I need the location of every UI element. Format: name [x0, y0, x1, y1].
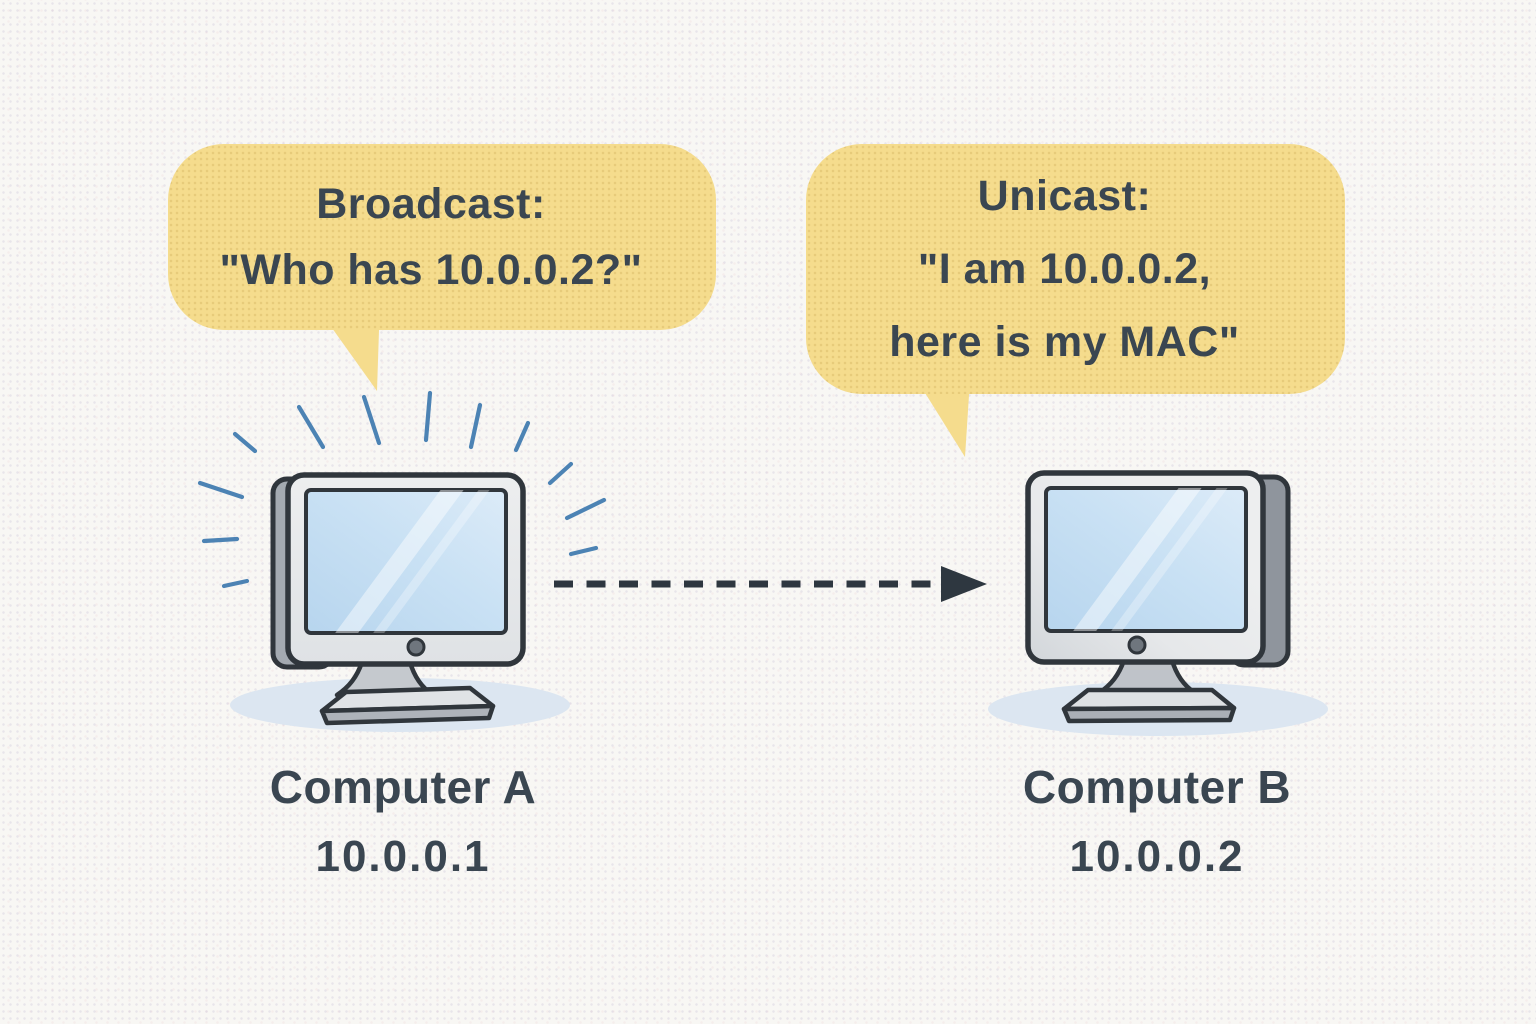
computer-b-ip: 10.0.0.2 — [1069, 832, 1245, 881]
unicast-bubble-title: Unicast: — [977, 171, 1152, 220]
unicast-bubble-message-line2: here is my MAC" — [889, 317, 1240, 366]
power-button — [406, 637, 426, 657]
computer-a-label: Computer A — [269, 761, 537, 813]
monitor-stand-base-front — [1061, 705, 1237, 724]
power-button — [1127, 635, 1147, 655]
broadcast-bubble-message: "Who has 10.0.0.2?" — [219, 246, 643, 294]
monitor-stand-base-front — [319, 703, 496, 726]
broadcast-bubble-title: Broadcast: — [316, 180, 546, 228]
monitor-screen — [1044, 486, 1248, 633]
computer-b-monitor-icon — [1025, 470, 1291, 724]
unicast-bubble-message-line1: "I am 10.0.0.2, — [917, 244, 1212, 293]
arrowhead — [941, 566, 987, 602]
computer-a-monitor-icon — [270, 472, 526, 726]
broadcast-rays-icon — [197, 390, 607, 589]
computer-b-label: Computer B — [1022, 761, 1292, 813]
screen-glare — [330, 490, 494, 633]
broadcast-speech-bubble: Broadcast: "Who has 10.0.0.2?" — [168, 144, 716, 330]
unicast-speech-bubble: Unicast: "I am 10.0.0.2, here is my MAC" — [806, 144, 1345, 394]
screen-glare — [1068, 488, 1232, 631]
monitor-screen — [304, 488, 508, 635]
computer-a-ip: 10.0.0.1 — [315, 832, 491, 881]
dashed-arrow-right-icon — [554, 566, 987, 602]
